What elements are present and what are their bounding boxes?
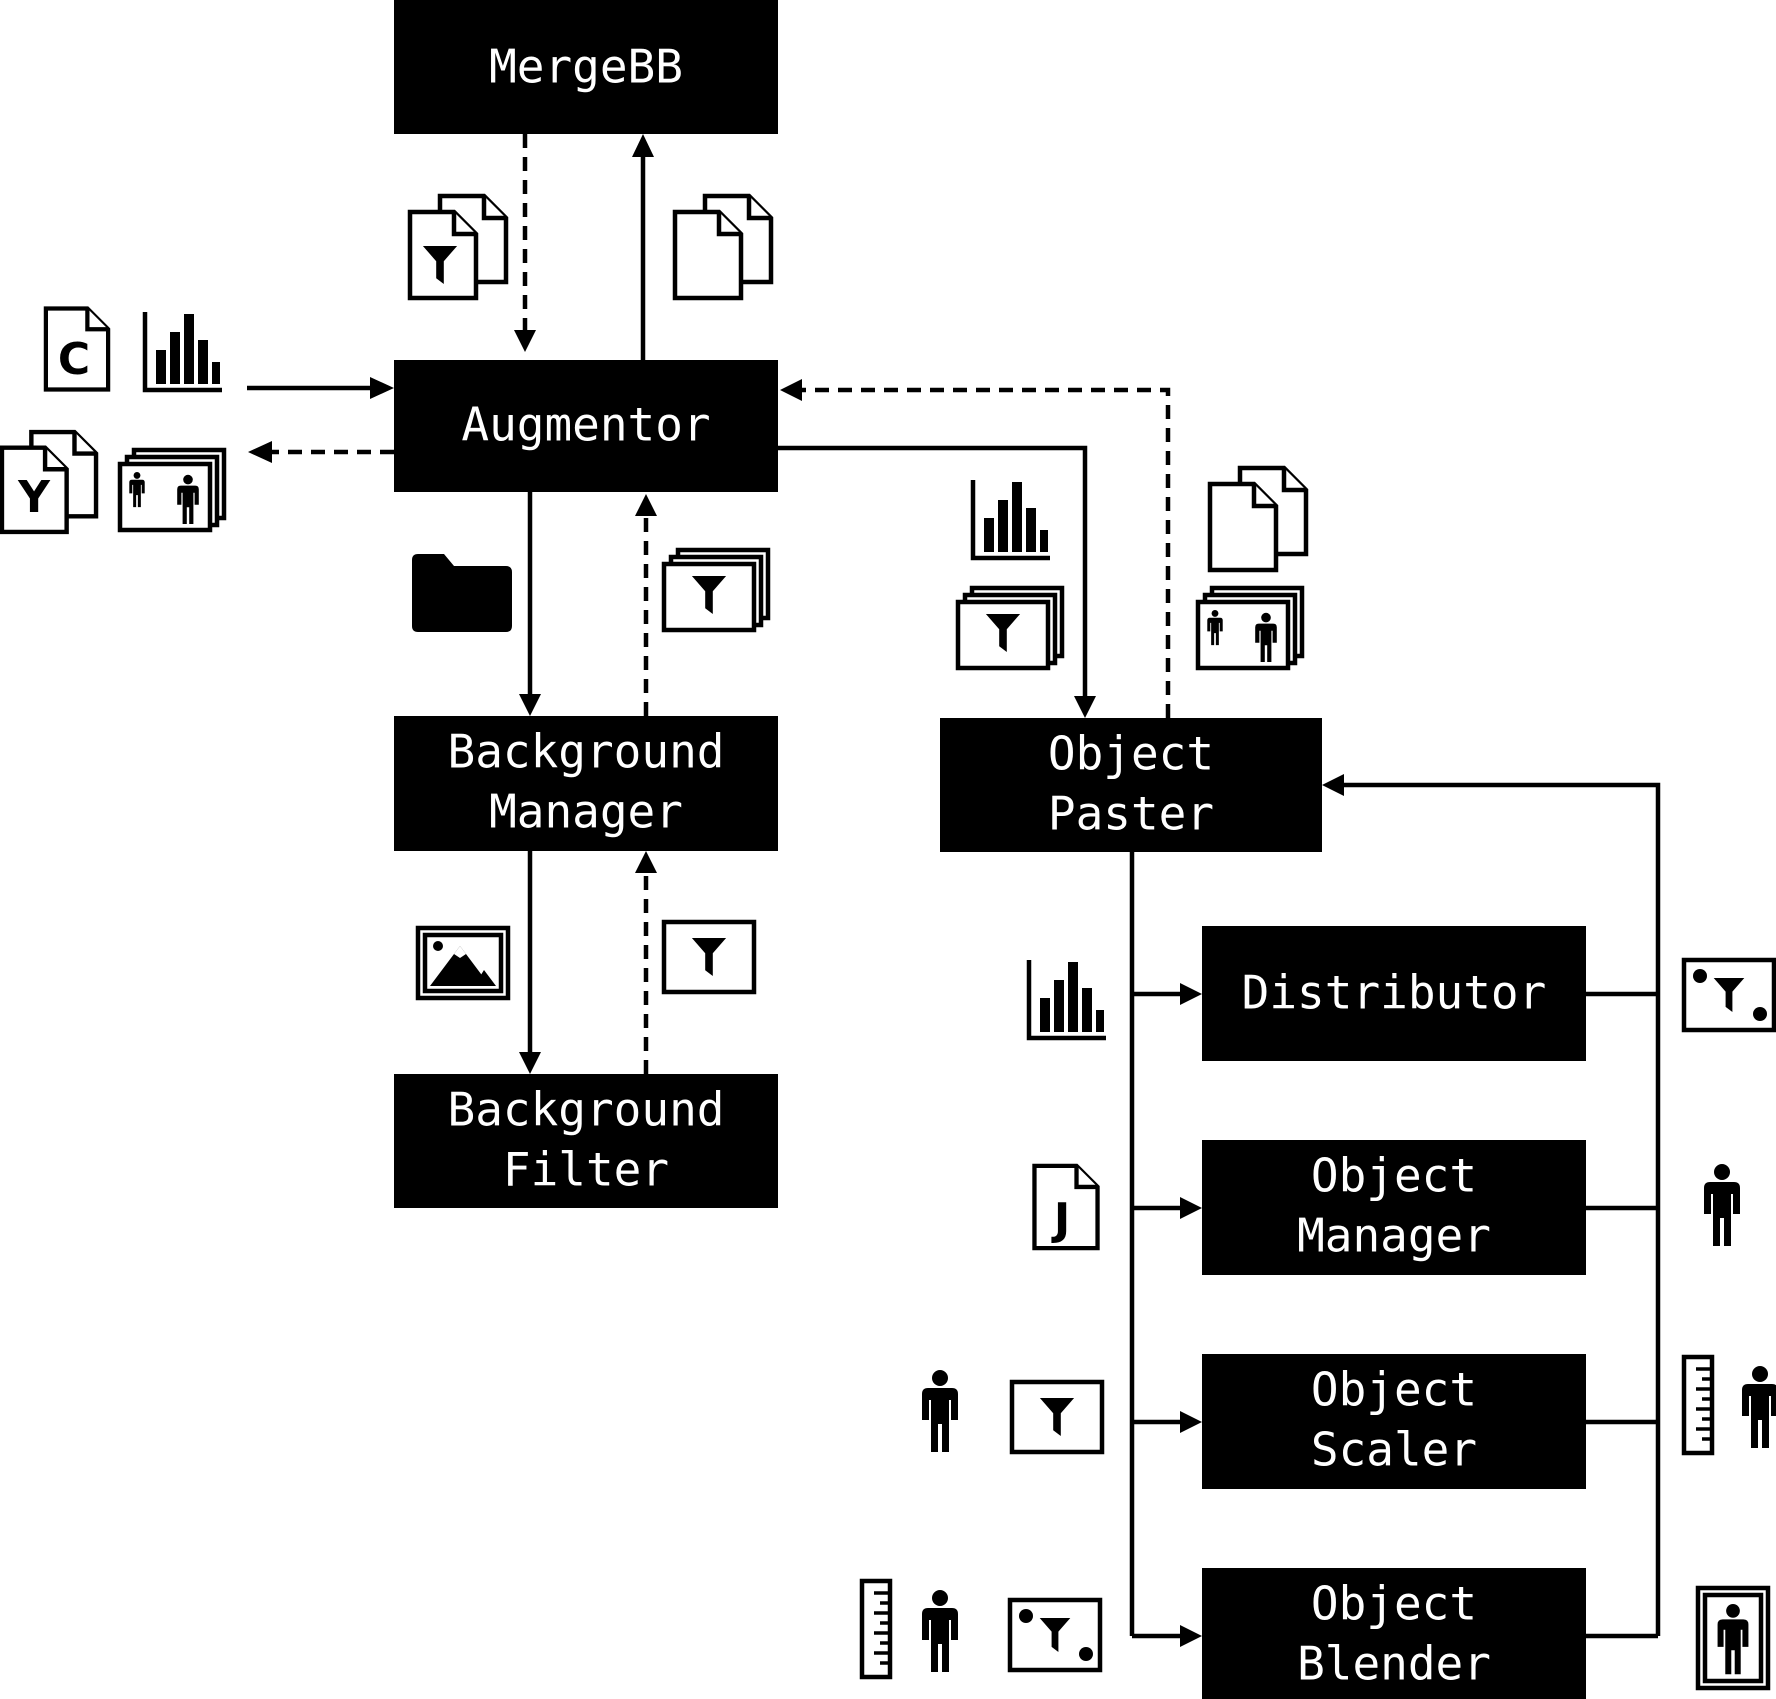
ruler-icon bbox=[1684, 1357, 1712, 1453]
connectors bbox=[247, 134, 1661, 1647]
node-background-manager-line2: Manager bbox=[489, 785, 683, 839]
filter-documents-icon bbox=[410, 196, 506, 298]
documents-icon bbox=[675, 196, 771, 298]
person-icon bbox=[922, 1590, 958, 1672]
node-object-manager-line2: Manager bbox=[1297, 1209, 1491, 1263]
j-file-icon-letter: J bbox=[1051, 1194, 1070, 1245]
documents-icon bbox=[1210, 468, 1306, 570]
edge-return-bus-to-object-paster bbox=[1344, 782, 1661, 1636]
node-augmentor: Augmentor bbox=[394, 360, 778, 492]
node-background-filter-line1: Background bbox=[448, 1083, 725, 1137]
node-distributor: Distributor bbox=[1202, 926, 1586, 1061]
c-file-icon-letter: C bbox=[58, 334, 90, 385]
node-background-manager: Background Manager bbox=[394, 716, 778, 851]
node-object-paster-line2: Paster bbox=[1048, 787, 1214, 841]
node-object-blender-line1: Object bbox=[1311, 1577, 1477, 1631]
folder-icon bbox=[412, 554, 512, 632]
j-file-icon: J bbox=[1034, 1166, 1097, 1248]
node-distributor-label: Distributor bbox=[1242, 966, 1547, 1020]
filtered-image-stack-icon bbox=[958, 588, 1062, 668]
node-augmentor-label: Augmentor bbox=[461, 398, 710, 452]
edge-object-paster-to-augmentor bbox=[802, 387, 1171, 718]
node-object-manager-line1: Object bbox=[1311, 1149, 1477, 1203]
landscape-image-icon bbox=[418, 928, 508, 998]
node-object-scaler-line1: Object bbox=[1311, 1363, 1477, 1417]
node-object-paster-line1: Object bbox=[1048, 727, 1214, 781]
image-stack-people-icon bbox=[1198, 588, 1302, 668]
person-icon bbox=[1742, 1366, 1776, 1448]
bar-chart-icon bbox=[973, 480, 1050, 558]
framed-person-icon bbox=[1698, 1588, 1768, 1688]
bar-chart-icon bbox=[145, 312, 222, 390]
node-object-paster: Object Paster bbox=[940, 718, 1322, 852]
person-icon bbox=[922, 1370, 958, 1452]
dotted-filter-frame-icon bbox=[1684, 960, 1774, 1030]
node-object-scaler-line2: Scaler bbox=[1311, 1423, 1477, 1477]
person-icon bbox=[1704, 1164, 1740, 1246]
filtered-image-stack-icon bbox=[664, 550, 768, 630]
node-object-blender: Object Blender bbox=[1202, 1568, 1586, 1699]
node-object-manager: Object Manager bbox=[1202, 1140, 1586, 1275]
edge-augmentor-to-object-paster bbox=[778, 445, 1088, 696]
bar-chart-icon bbox=[1029, 960, 1106, 1038]
dotted-filter-frame-icon bbox=[1010, 1600, 1100, 1670]
filter-frame-icon bbox=[664, 922, 754, 992]
node-object-scaler: Object Scaler bbox=[1202, 1354, 1586, 1489]
node-background-manager-line1: Background bbox=[448, 725, 725, 779]
node-mergebb: MergeBB bbox=[394, 0, 778, 134]
node-background-filter-line2: Filter bbox=[503, 1143, 669, 1197]
y-files-icon: Y bbox=[2, 432, 96, 532]
node-background-filter: Background Filter bbox=[394, 1074, 778, 1208]
node-object-blender-line2: Blender bbox=[1297, 1637, 1491, 1691]
filter-frame-icon bbox=[1012, 1382, 1102, 1452]
c-file-icon: C bbox=[46, 308, 108, 389]
ruler-icon bbox=[862, 1581, 890, 1677]
y-files-icon-letter: Y bbox=[17, 472, 51, 523]
image-stack-people-icon bbox=[120, 450, 224, 530]
node-mergebb-label: MergeBB bbox=[489, 40, 683, 94]
